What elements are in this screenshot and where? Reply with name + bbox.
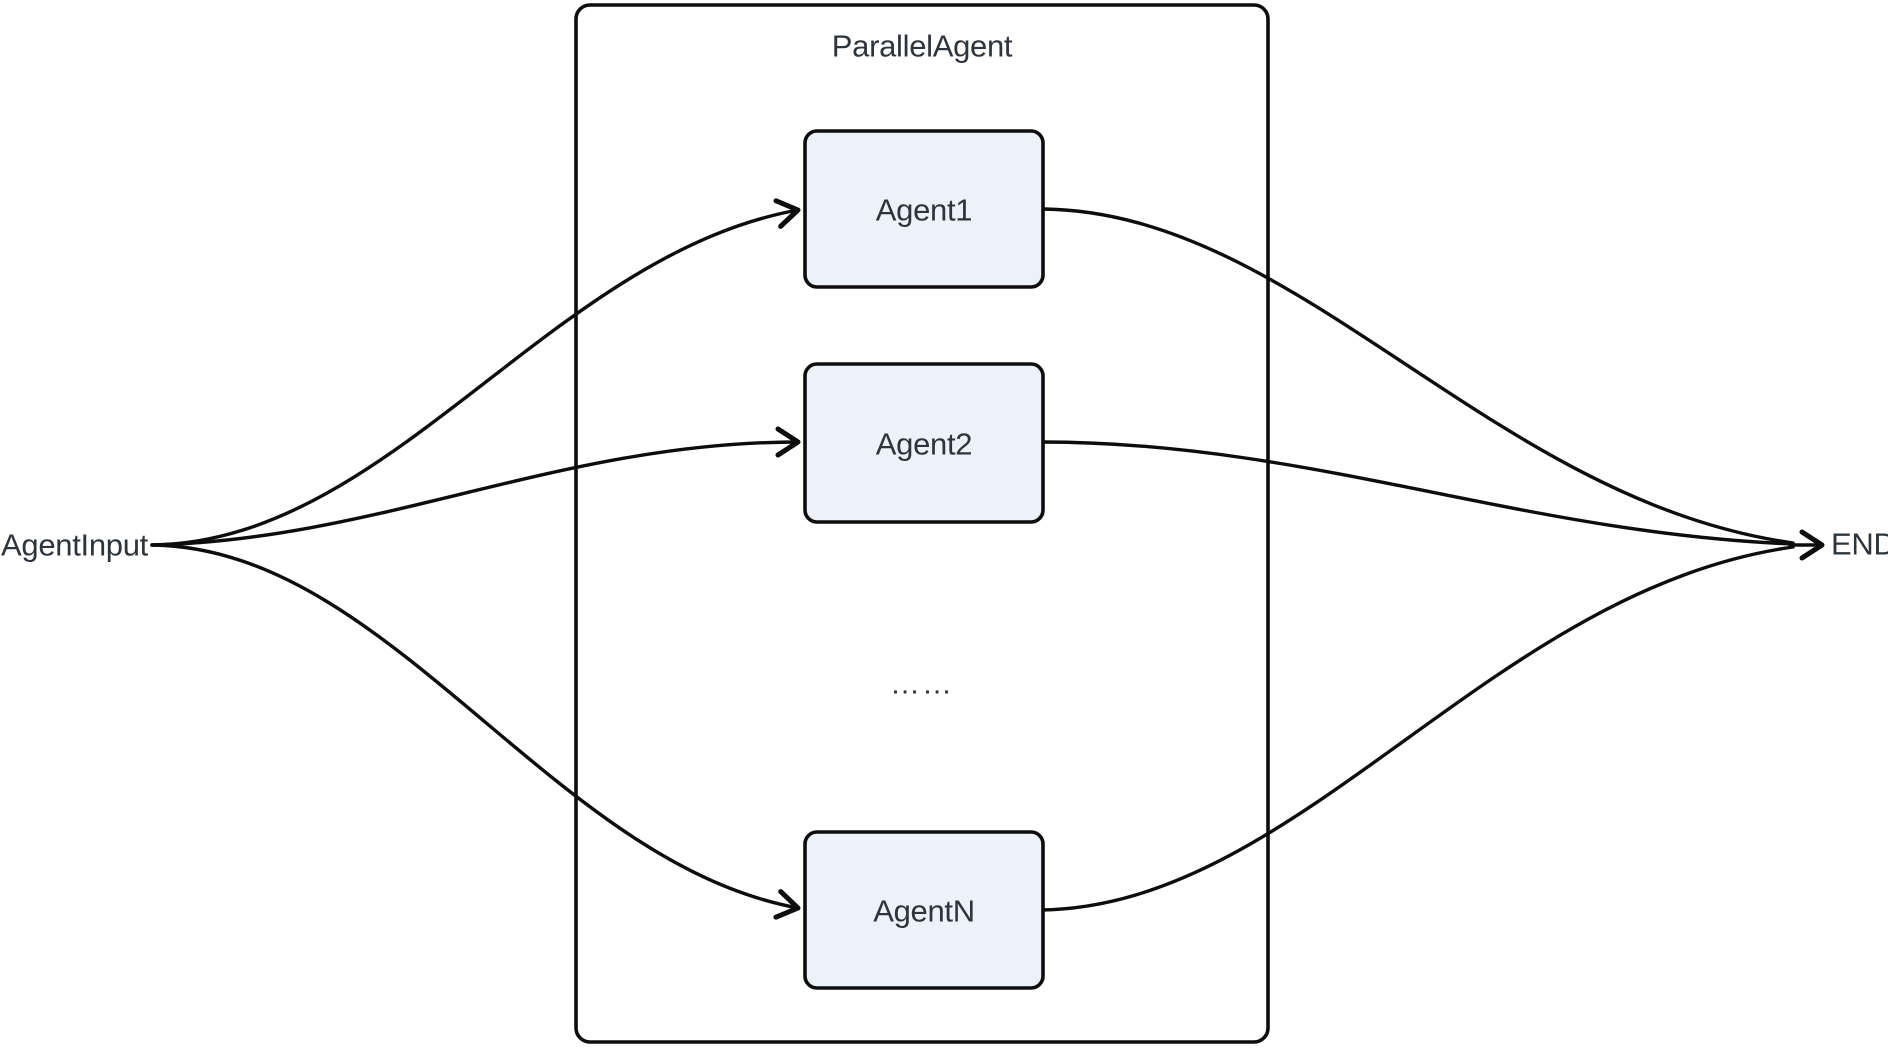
edge-agent2-to-end <box>1040 440 1795 546</box>
parallel-agent-container <box>574 3 1270 1044</box>
edge-input-to-agent2 <box>150 426 801 547</box>
agent2-label: Agent2 <box>876 427 972 462</box>
node-agentn: AgentN <box>803 830 1045 990</box>
agent1-box <box>803 129 1045 289</box>
node-agent2: Agent2 <box>803 362 1045 524</box>
edge-input-to-agent1 <box>150 198 801 547</box>
edges-fan-out <box>150 198 801 920</box>
agent2-box <box>803 362 1045 524</box>
agentn-label: AgentN <box>873 894 975 929</box>
agent-input-label: AgentInput <box>1 528 149 563</box>
agentn-box <box>803 830 1045 990</box>
edge-input-to-agentn <box>150 543 801 920</box>
edge-agentn-to-end <box>1038 545 1795 912</box>
end-label: END <box>1831 527 1888 562</box>
parallel-agent-title: ParallelAgent <box>832 29 1013 64</box>
edge-agent1-to-end <box>1041 207 1795 545</box>
agent1-label: Agent1 <box>876 193 972 228</box>
ellipsis-label: …… <box>890 668 954 701</box>
edges-fan-in <box>1038 207 1825 912</box>
node-agent1: Agent1 <box>803 129 1045 289</box>
